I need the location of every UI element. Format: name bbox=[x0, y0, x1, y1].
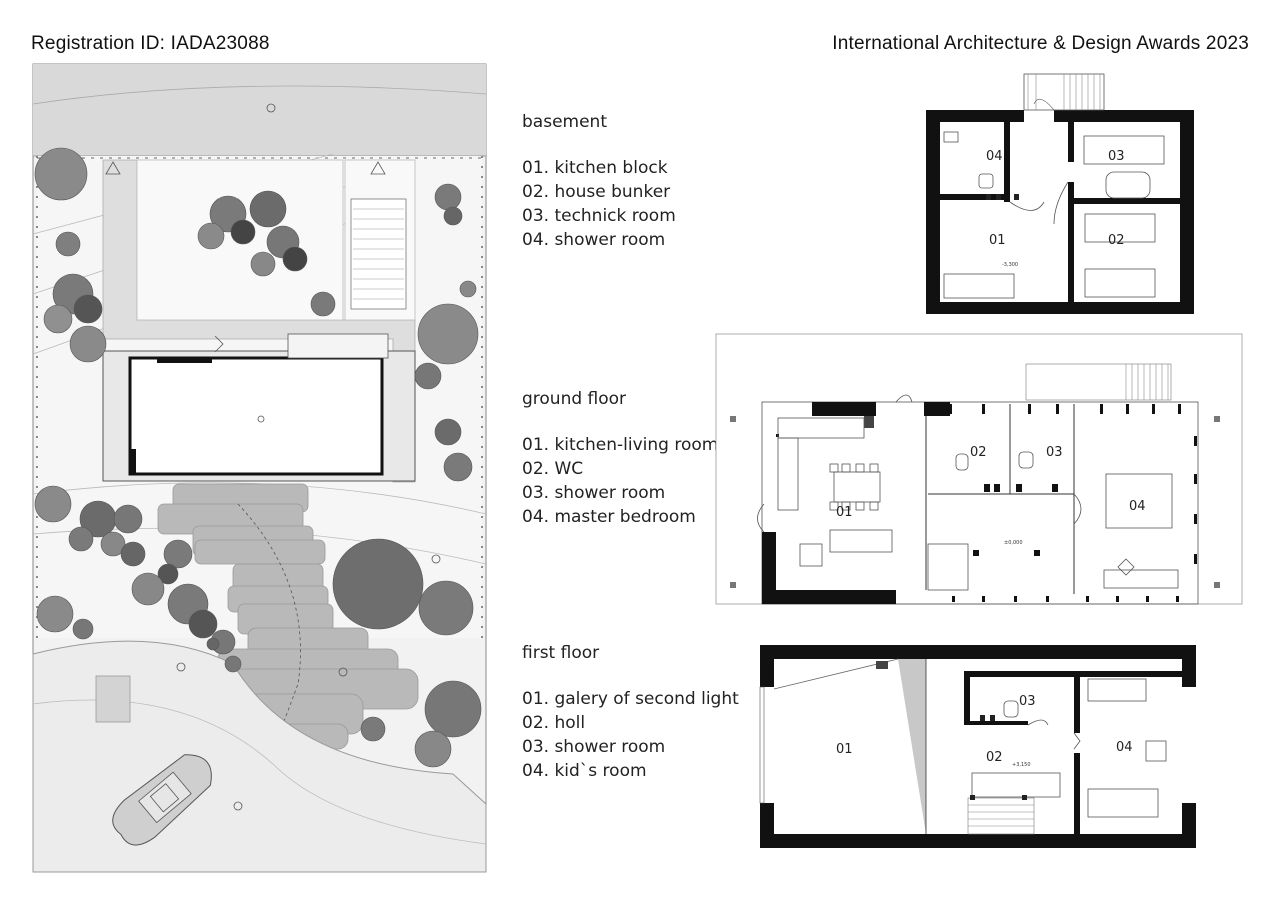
legend-item: 03. technick room bbox=[522, 206, 676, 226]
legend-title: ground floor bbox=[522, 389, 627, 409]
stairs bbox=[967, 772, 1061, 835]
legend-title: first floor bbox=[522, 643, 600, 663]
legend-item: 01. kitchen block bbox=[522, 158, 668, 178]
room-label: 03 bbox=[1046, 445, 1063, 460]
room-label: 01 bbox=[836, 742, 853, 757]
room-label: 03 bbox=[1019, 694, 1036, 709]
first-floor-plan: 01 02 03 04 +3,150 bbox=[759, 645, 1196, 848]
room-label: 02 bbox=[970, 445, 987, 460]
stairs bbox=[1023, 73, 1105, 111]
boat bbox=[112, 754, 212, 846]
legend-item: 04. master bedroom bbox=[522, 507, 696, 527]
room-label: 01 bbox=[836, 505, 853, 520]
walls bbox=[762, 402, 950, 604]
legend-title: basement bbox=[522, 112, 607, 132]
legend-item: 04. shower room bbox=[522, 230, 666, 250]
room-label: 04 bbox=[986, 149, 1003, 164]
terrace-steps bbox=[157, 483, 419, 750]
basement-plan: 04 03 01 02 -3,300 bbox=[926, 73, 1194, 314]
walls bbox=[926, 110, 1194, 314]
legend-item: 02. WC bbox=[522, 459, 584, 479]
stairs-ramp bbox=[105, 161, 407, 310]
trees bbox=[34, 147, 482, 768]
level-mark: +3,150 bbox=[1012, 762, 1031, 768]
level-mark: -3,300 bbox=[1002, 262, 1018, 268]
legend-ground-floor: ground floor 01. kitchen-living room 02.… bbox=[522, 387, 718, 529]
room-label: 02 bbox=[986, 750, 1003, 765]
legend-first-floor: first floor 01. galery of second light 0… bbox=[522, 641, 739, 783]
room-label: 04 bbox=[1129, 499, 1146, 514]
legend-item: 04. kid`s room bbox=[522, 761, 647, 781]
legend-item: 02. holl bbox=[522, 713, 586, 733]
house-footprint bbox=[102, 333, 416, 482]
legend-item: 02. house bunker bbox=[522, 182, 671, 202]
legend-item: 03. shower room bbox=[522, 483, 666, 503]
ground-floor-plan: 01 02 03 04 ±0,000 bbox=[715, 333, 1243, 605]
legend-item: 01. galery of second light bbox=[522, 689, 739, 709]
room-label: 03 bbox=[1108, 149, 1125, 164]
legend-item: 01. kitchen-living room bbox=[522, 435, 719, 455]
level-mark: ±0,000 bbox=[1004, 540, 1023, 546]
room-label: 02 bbox=[1108, 233, 1125, 248]
legend-basement: basement 01. kitchen block 02. house bun… bbox=[522, 110, 676, 252]
stairs bbox=[1025, 363, 1172, 401]
room-label: 01 bbox=[989, 233, 1006, 248]
legend-item: 03. shower room bbox=[522, 737, 666, 757]
award-title: International Architecture & Design Awar… bbox=[832, 33, 1249, 54]
furniture bbox=[757, 394, 1179, 591]
walls bbox=[760, 645, 1196, 848]
room-label: 04 bbox=[1116, 740, 1133, 755]
road bbox=[33, 64, 486, 156]
registration-id: Registration ID: IADA23088 bbox=[31, 33, 270, 54]
furniture bbox=[1003, 678, 1167, 818]
site-plan bbox=[32, 63, 487, 873]
